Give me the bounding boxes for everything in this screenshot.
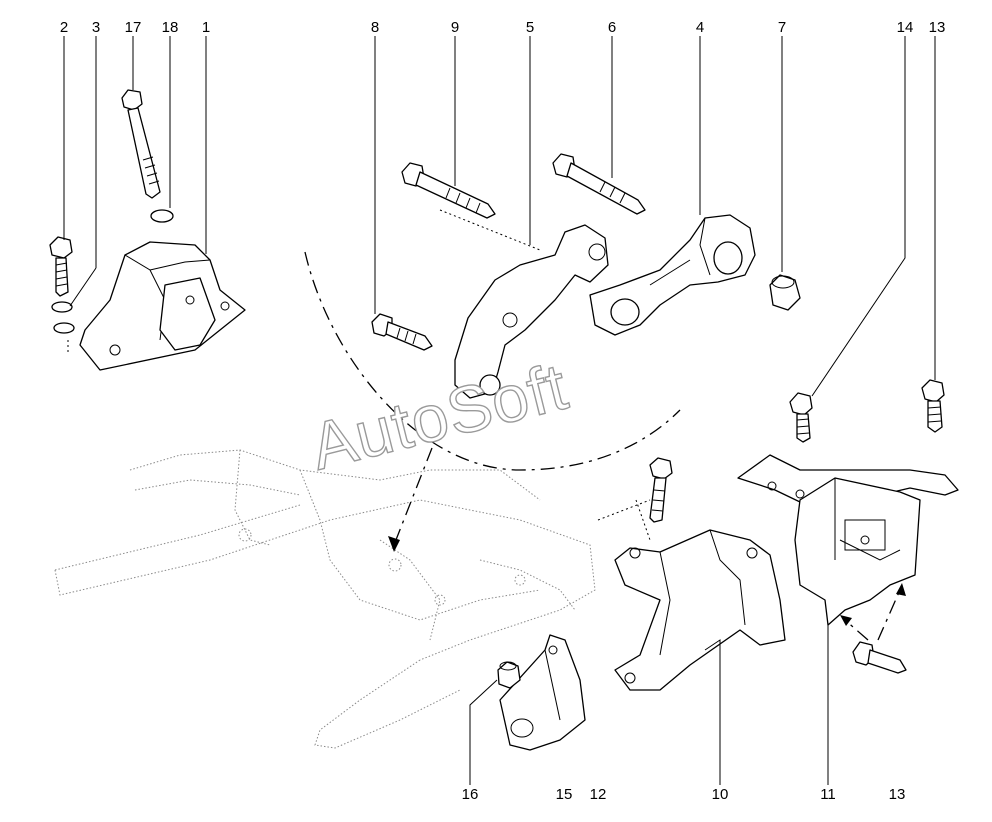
callout-13-bottom: 13 (889, 786, 906, 803)
engine-mount-left (79, 241, 246, 371)
callout-14: 14 (897, 19, 914, 36)
bolt-13-top (921, 379, 945, 433)
callout-15: 15 (556, 786, 573, 803)
bush-7 (769, 274, 801, 311)
dashed-arrow-13b (877, 589, 901, 641)
callout-12: 12 (590, 786, 607, 803)
arrow-head-13a (840, 615, 852, 626)
callout-7: 7 (778, 19, 786, 36)
callout-13-top: 13 (929, 19, 946, 36)
washer-3b (53, 322, 75, 334)
bolt-6 (552, 153, 646, 215)
callout-17: 17 (125, 19, 142, 36)
callout-10: 10 (712, 786, 729, 803)
bolt-2 (49, 236, 73, 297)
callout-2: 2 (60, 19, 68, 36)
arrow-head-13b (896, 583, 906, 596)
dashed-arrow-13a (844, 619, 869, 641)
callout-8: 8 (371, 19, 379, 36)
bolt-8 (371, 313, 433, 351)
arrow-head (388, 536, 400, 552)
callout-5: 5 (526, 19, 534, 36)
bolt-17 (121, 89, 161, 199)
callout-6: 6 (608, 19, 616, 36)
callout-18: 18 (162, 19, 179, 36)
bolt-13-bottom (852, 641, 907, 674)
watermark-text: AutoSoft (303, 349, 574, 484)
bolt-14 (789, 392, 813, 443)
callout-4: 4 (696, 19, 704, 36)
washer-18 (150, 209, 174, 223)
callout-labels: 2 3 17 18 1 8 9 5 6 4 7 14 13 16 15 12 1… (60, 19, 946, 803)
callout-16: 16 (462, 786, 479, 803)
washer-3a (51, 301, 73, 313)
torque-rod-4 (589, 214, 756, 336)
bolt-9 (401, 162, 496, 219)
callout-11: 11 (820, 786, 836, 803)
mount-bracket-10 (614, 529, 786, 691)
dashed-arc (304, 251, 681, 471)
leader-lines (63, 36, 936, 785)
bracket-11 (737, 454, 959, 626)
bracket-5 (454, 224, 609, 399)
callout-1: 1 (202, 19, 210, 36)
bolt-10-upper (649, 457, 673, 523)
plate-15 (499, 634, 586, 751)
callout-3: 3 (92, 19, 100, 36)
nut-16 (497, 661, 521, 689)
callout-9: 9 (451, 19, 459, 36)
